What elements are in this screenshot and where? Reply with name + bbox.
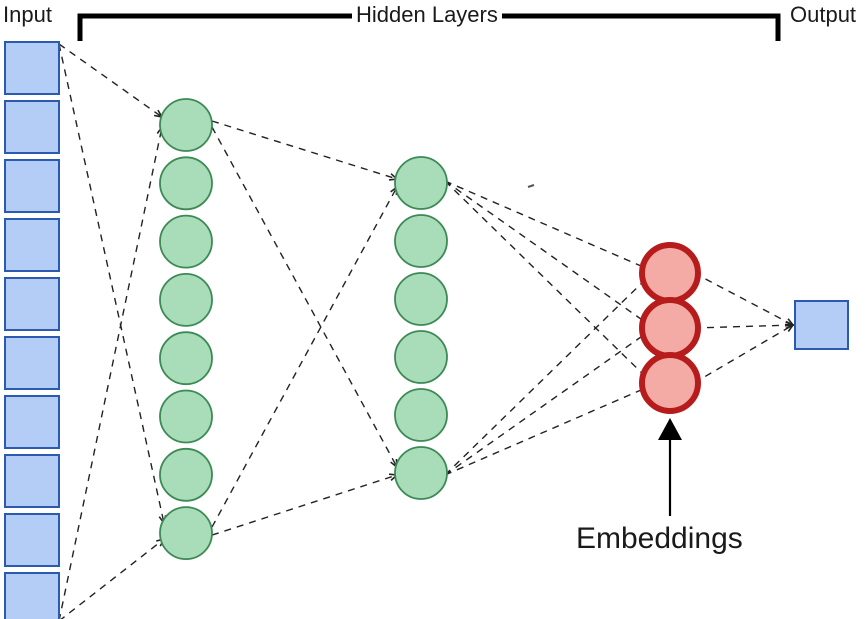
- input-layer-node-6: [4, 336, 60, 390]
- hidden-layer-1-node-5: [159, 331, 213, 386]
- connection-edge: [211, 186, 398, 528]
- input-layer-node-7: [4, 395, 60, 449]
- connection-edge: [60, 538, 165, 619]
- connection-edge: [211, 120, 398, 180]
- hidden-layer-1-node-7: [159, 447, 213, 502]
- connection-edge: [58, 43, 165, 524]
- stray-mark: [527, 184, 535, 188]
- input-layer-node-10: [4, 572, 60, 619]
- input-layer-node-2: [4, 100, 60, 154]
- input-layer-node-3: [4, 159, 60, 213]
- connection-edge: [693, 324, 794, 384]
- connection-edge: [444, 180, 649, 380]
- output-label: Output: [790, 2, 857, 27]
- hidden-layer-2-node-5: [394, 388, 448, 442]
- connection-edge: [58, 126, 163, 619]
- hidden-layer-1-node-2: [159, 156, 213, 211]
- edge-arrowhead: [784, 324, 795, 332]
- embedding-layer-node-3: [639, 352, 701, 414]
- input-label: Input: [3, 2, 52, 27]
- connection-edges: [58, 43, 795, 619]
- connection-edge: [444, 331, 649, 476]
- hidden-layer-2-node-2: [394, 214, 448, 268]
- hidden-layer-1-node-6: [159, 389, 213, 444]
- hidden-layer-2-node-4: [394, 330, 448, 384]
- hidden-layer-1-node-3: [159, 214, 213, 269]
- hidden-layer-2-node-1: [394, 156, 448, 210]
- input-layer-node-5: [4, 277, 60, 331]
- input-layer-node-9: [4, 513, 60, 567]
- input-layer-node-1: [4, 41, 60, 95]
- connection-edge: [211, 474, 398, 536]
- input-layer-node-4: [4, 218, 60, 272]
- hidden-layers-label: Hidden Layers: [352, 2, 502, 28]
- connection-edge: [444, 276, 649, 476]
- connection-edge: [444, 180, 649, 325]
- embedding-layer-node-2: [639, 297, 701, 359]
- embeddings-label: Embeddings: [576, 522, 743, 555]
- output-layer-node-1: [794, 300, 849, 350]
- embeddings-annotation-arrow: [658, 418, 682, 516]
- hidden-layer-1-node-1: [159, 98, 213, 152]
- connection-edge: [444, 180, 649, 270]
- hidden-layer-2-node-6: [394, 446, 448, 500]
- embedding-layer-node-1: [639, 242, 701, 304]
- connection-edge: [693, 324, 794, 329]
- layer-nodes: [4, 41, 849, 619]
- input-layer-node-8: [4, 454, 60, 508]
- connection-edge: [693, 272, 794, 326]
- connection-edge: [444, 386, 649, 476]
- connection-edge: [211, 126, 398, 468]
- annotation-arrow-head: [658, 418, 682, 440]
- hidden-layer-1-node-8: [159, 506, 213, 560]
- hidden-layer-2-node-3: [394, 272, 448, 326]
- hidden-layer-1-node-4: [159, 272, 213, 327]
- connection-edge: [58, 43, 163, 118]
